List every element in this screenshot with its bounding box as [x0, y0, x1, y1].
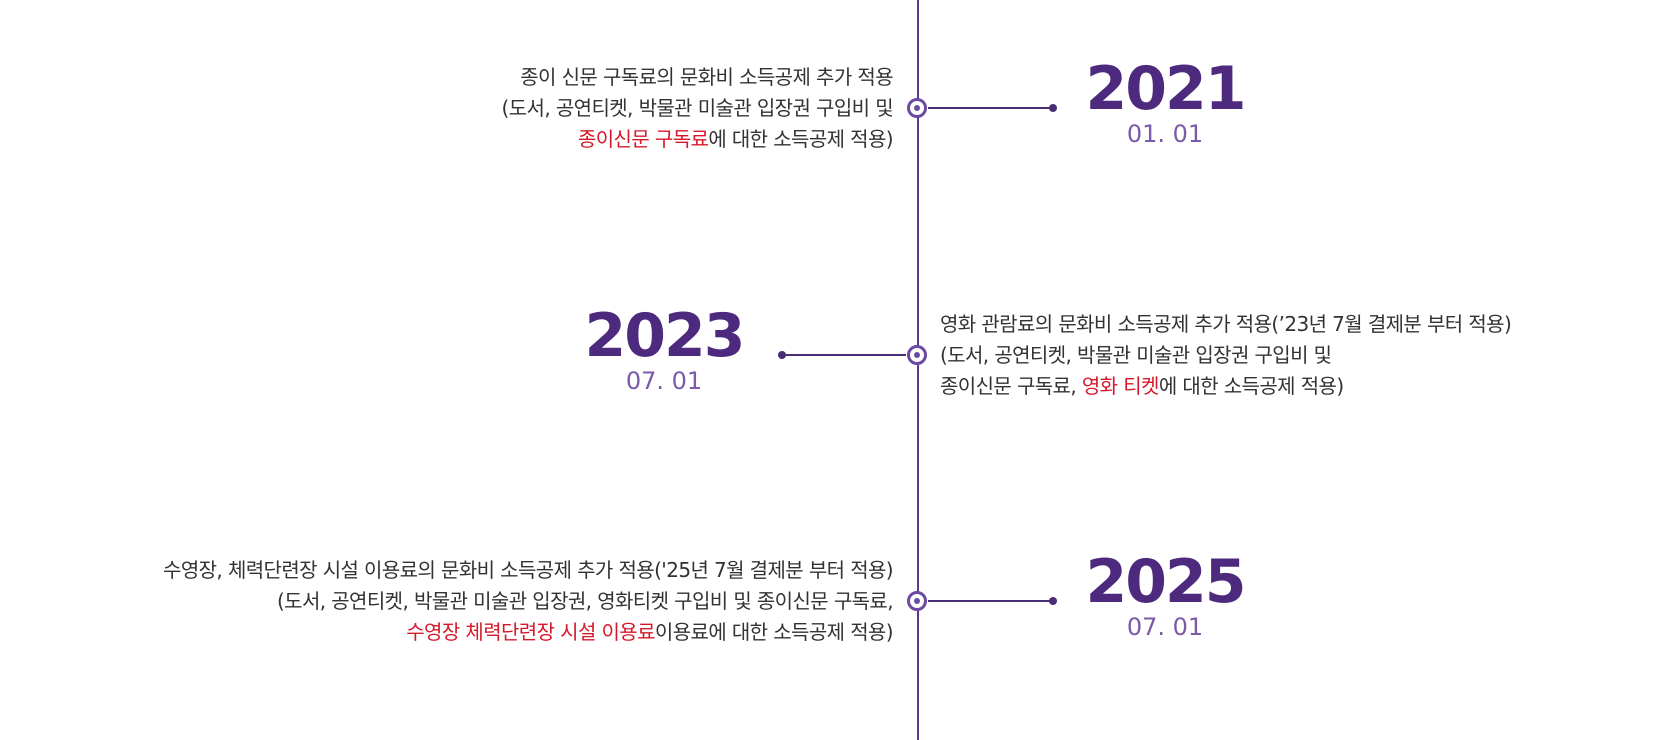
description-line: 종이신문 구독료에 대한 소득공제 적용)	[502, 124, 894, 155]
connector-line	[928, 104, 1057, 112]
description-line: (도서, 공연티켓, 박물관 미술관 입장권, 영화티켓 구입비 및 종이신문 …	[276, 589, 894, 613]
event-description: 수영장, 체력단련장 시설 이용료의 문화비 소득공제 추가 적용('25년 7…	[163, 555, 894, 648]
event-year: 2025	[1085, 547, 1247, 617]
description-line: (도서, 공연티켓, 박물관 미술관 입장권 구입비 및	[940, 343, 1332, 367]
timeline-event-2023: 2023 07. 01 영화 관람료의 문화비 소득공제 추가 적용(’23년 …	[0, 295, 1668, 435]
description-line: (도서, 공연티켓, 박물관 미술관 입장권 구입비 및	[501, 96, 894, 120]
event-description: 영화 관람료의 문화비 소득공제 추가 적용(’23년 7월 결제분 부터 적용…	[940, 309, 1512, 402]
event-date: 07. 01	[625, 367, 703, 395]
description-line: 수영장, 체력단련장 시설 이용료의 문화비 소득공제 추가 적용('25년 7…	[163, 558, 894, 582]
description-text: 종이신문 구독료,	[940, 374, 1082, 398]
event-year: 2021	[1085, 54, 1247, 124]
event-description: 종이 신문 구독료의 문화비 소득공제 추가 적용 (도서, 공연티켓, 박물관…	[501, 62, 894, 155]
description-text: 이용료에 대한 소득공제 적용)	[654, 620, 894, 644]
timeline-event-2021: 종이 신문 구독료의 문화비 소득공제 추가 적용 (도서, 공연티켓, 박물관…	[0, 48, 1668, 188]
highlight-text: 종이신문 구독료	[577, 127, 709, 151]
event-year: 2023	[584, 301, 746, 371]
description-line: 영화 관람료의 문화비 소득공제 추가 적용(’23년 7월 결제분 부터 적용…	[940, 312, 1512, 336]
year-label-block: 2023 07. 01	[554, 305, 774, 395]
description-text: 에 대한 소득공제 적용)	[1158, 374, 1344, 398]
timeline-event-2025: 수영장, 체력단련장 시설 이용료의 문화비 소득공제 추가 적용('25년 7…	[0, 541, 1668, 681]
description-line: 종이 신문 구독료의 문화비 소득공제 추가 적용	[520, 65, 893, 89]
timeline-node-icon	[907, 98, 927, 118]
description-line: 수영장 체력단련장 시설 이용료이용료에 대한 소득공제 적용)	[163, 617, 893, 648]
event-date: 01. 01	[1126, 120, 1204, 148]
year-label-block: 2025 07. 01	[1055, 551, 1275, 641]
description-line: 종이신문 구독료, 영화 티켓에 대한 소득공제 적용)	[940, 371, 1511, 402]
timeline-node-icon	[907, 591, 927, 611]
timeline-node-icon	[907, 345, 927, 365]
timeline-axis	[917, 0, 919, 740]
event-date: 07. 01	[1126, 613, 1204, 641]
highlight-text: 영화 티켓	[1081, 374, 1160, 398]
highlight-text: 수영장 체력단련장 시설 이용료	[406, 620, 655, 644]
description-text: 에 대한 소득공제 적용)	[708, 127, 893, 151]
year-label-block: 2021 01. 01	[1055, 58, 1275, 148]
connector-line	[928, 597, 1057, 605]
connector-line	[778, 351, 906, 359]
